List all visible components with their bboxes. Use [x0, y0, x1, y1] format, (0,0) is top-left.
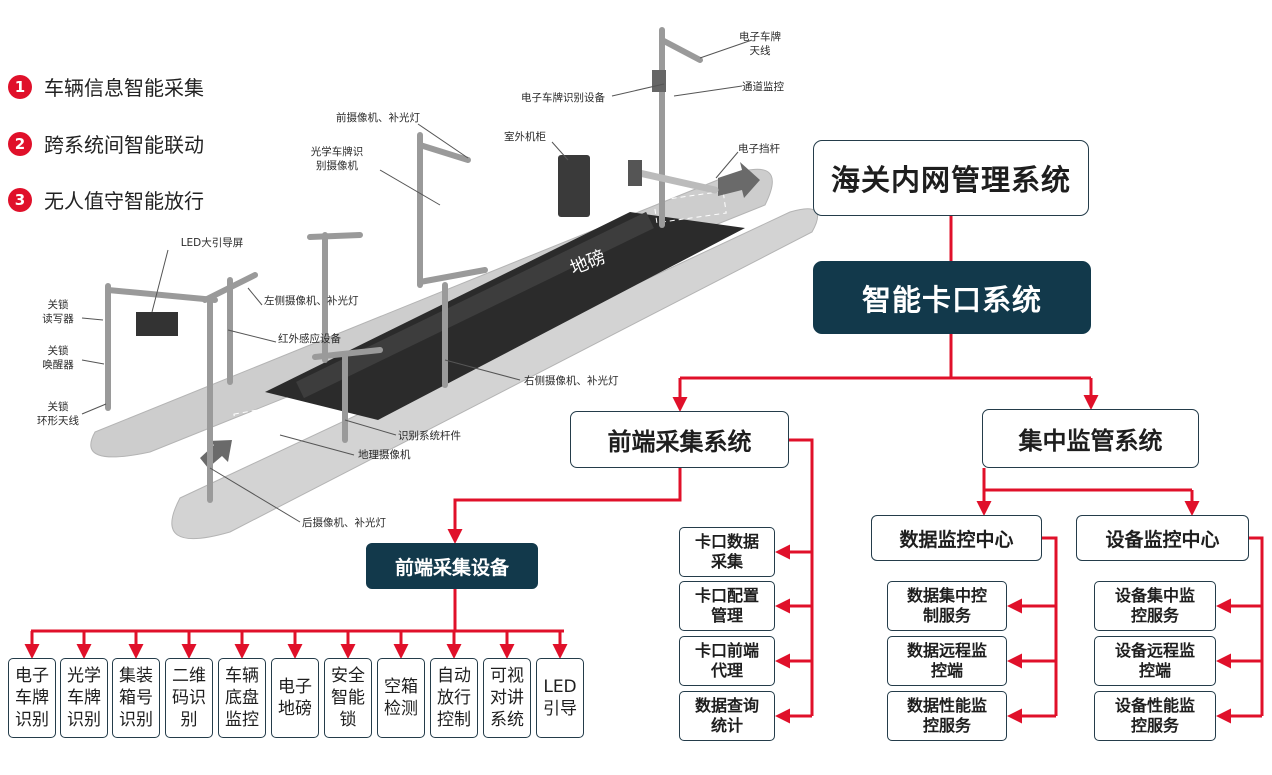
device-box: 光学 车牌 识别 — [60, 658, 108, 738]
scene-label-optical-plate: 光学车牌识别摄像机 — [311, 145, 364, 172]
scene-label-front-camera: 前摄像机、补光灯 — [336, 111, 420, 124]
outdoor-cabinet-shape — [558, 155, 590, 217]
feature-number-badge: 1 — [8, 74, 32, 99]
weighbridge-road-stripe — [296, 211, 654, 399]
weighbridge-road — [265, 212, 745, 420]
lane-mark-rear — [233, 401, 309, 445]
data-service-box: 数据性能监 控服务 — [887, 691, 1007, 741]
frontend-function-box: 卡口配置 管理 — [679, 581, 775, 631]
device-service-box: 设备性能监 控服务 — [1094, 691, 1216, 741]
feature-label: 无人值守智能放行 — [44, 189, 204, 213]
connector-device-center-bus — [1249, 536, 1264, 716]
frontend-function-box: 卡口数据 采集 — [679, 527, 775, 577]
data-service-box: 数据远程监 控端 — [887, 636, 1007, 686]
scene-label-left-camera: 左侧摄像机、补光灯 — [264, 294, 359, 307]
feature-item-2: 2 跨系统间智能联动 — [8, 129, 204, 158]
feature-number-badge: 3 — [8, 187, 32, 212]
feature-item-1: 1 车辆信息智能采集 — [8, 72, 204, 101]
scene-label-ground-camera: 地理摄像机 — [358, 448, 411, 461]
data-monitor-center-node: 数据监控中心 — [871, 515, 1042, 561]
central-supervision-node: 集中监管系统 — [982, 409, 1199, 468]
scene-label-lock-waker: 关锁唤醒器 — [42, 344, 74, 371]
connector-data-center-bus — [1042, 536, 1058, 716]
scene-label-plate-reader: 电子车牌识别设备 — [521, 91, 605, 104]
feature-item-3: 3 无人值守智能放行 — [8, 185, 204, 214]
scene-label-lock-antenna: 关锁环形天线 — [37, 400, 79, 427]
led-screen-shape — [136, 312, 178, 336]
device-box: 集装 箱号 识别 — [112, 658, 160, 738]
scene-label-antenna: 电子车牌天线 — [739, 30, 781, 57]
connector-frontend-side-bus — [789, 438, 814, 716]
device-service-box: 设备集中监 控服务 — [1094, 581, 1216, 631]
device-service-box: 设备远程监 控端 — [1094, 636, 1216, 686]
lane-mark-front — [653, 190, 727, 224]
device-box: 车辆 底盘 监控 — [218, 658, 266, 738]
barrier-housing — [628, 160, 642, 186]
scene-label-led-screen: LED大引导屏 — [181, 236, 244, 249]
device-box: 空箱 检测 — [377, 658, 425, 738]
smart-checkpoint-node: 智能卡口系统 — [813, 261, 1091, 334]
frontend-function-box: 数据查询 统计 — [679, 691, 775, 741]
device-box: 安全 智能 锁 — [324, 658, 372, 738]
scene-poles — [105, 27, 719, 503]
device-monitor-center-node: 设备监控中心 — [1076, 515, 1249, 561]
scene-label-rear-camera: 后摄像机、补光灯 — [302, 516, 386, 529]
feature-number-badge: 2 — [8, 131, 32, 156]
device-box: 可视 对讲 系统 — [483, 658, 531, 738]
plate-reader-box — [652, 70, 666, 92]
device-box: 电子 地磅 — [271, 658, 319, 738]
scene-label-pole: 识别系统杆件 — [398, 429, 461, 442]
scene-label-barrier: 电子挡杆 — [738, 142, 780, 155]
device-box: LED 引导 — [536, 658, 584, 738]
scene-label-infrared: 红外感应设备 — [278, 332, 341, 345]
scene-leader-lines — [81, 39, 753, 523]
feature-label: 车辆信息智能采集 — [44, 76, 204, 100]
customs-intranet-node: 海关内网管理系统 — [813, 140, 1089, 216]
frontend-devices-node: 前端采集设备 — [366, 543, 538, 589]
direction-arrow-exit — [718, 162, 760, 198]
scene-label-lock-reader: 关锁读写器 — [42, 298, 74, 325]
scene-label-cabinet: 室外机柜 — [504, 130, 546, 143]
feature-label: 跨系统间智能联动 — [44, 133, 204, 157]
frontend-collection-node: 前端采集系统 — [570, 411, 789, 468]
connector-central-bar — [982, 468, 1192, 492]
scene-label-right-camera: 右侧摄像机、补光灯 — [524, 374, 619, 387]
data-service-box: 数据集中控 制服务 — [887, 581, 1007, 631]
device-box: 二维 码识 别 — [165, 658, 213, 738]
device-box: 电子 车牌 识别 — [8, 658, 56, 738]
device-box: 自动 放行 控制 — [430, 658, 478, 738]
connector-to-frontend-devices — [447, 468, 682, 544]
frontend-function-box: 卡口前端 代理 — [679, 636, 775, 686]
scene-label-channel-monitor: 通道监控 — [742, 80, 784, 93]
